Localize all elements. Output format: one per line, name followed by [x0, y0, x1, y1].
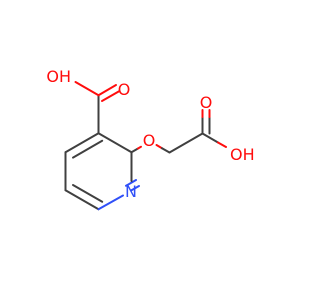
atom-labels: OH O O O OH N [46, 67, 254, 201]
bonds [64, 81, 227, 211]
bond-cacid-o-double-1 [97, 84, 117, 97]
bond-ch2-c [168, 132, 204, 154]
bond-oether-ch2 [161, 147, 171, 154]
carbonyl-oxygen-top-label: O [118, 80, 131, 99]
hydroxyl-right-label: OH [230, 145, 255, 164]
bond-n1-c2-inner [125, 179, 137, 187]
bond-oether-ch2-red [155, 144, 163, 150]
bond-c6-n1 [97, 194, 124, 211]
carbonyl-oxygen-right-label: O [200, 93, 213, 112]
bond-cacid-o-double-2 [101, 90, 121, 102]
hydroxyl-top-label: OH [46, 67, 71, 86]
bond-c2-oether [130, 147, 139, 154]
bond-c2-c3 [97, 132, 133, 154]
bond-c-oh-red [217, 141, 227, 148]
pyridine-nitrogen-label: N [125, 182, 137, 201]
bond-c4-c4-inner [72, 139, 104, 159]
bond-oether-c2-red [137, 145, 142, 150]
bond-c5-c6-inner [72, 184, 104, 203]
bond-n1-c2 [130, 185, 140, 192]
bond-c-oh [201, 132, 219, 144]
bond-c5-c6 [64, 189, 100, 211]
molecule-structure: OH O O O OH N [46, 67, 255, 211]
bond-c3-c4 [64, 132, 100, 154]
ether-oxygen-label: O [143, 131, 156, 150]
bond-cacid-oh [74, 81, 100, 97]
